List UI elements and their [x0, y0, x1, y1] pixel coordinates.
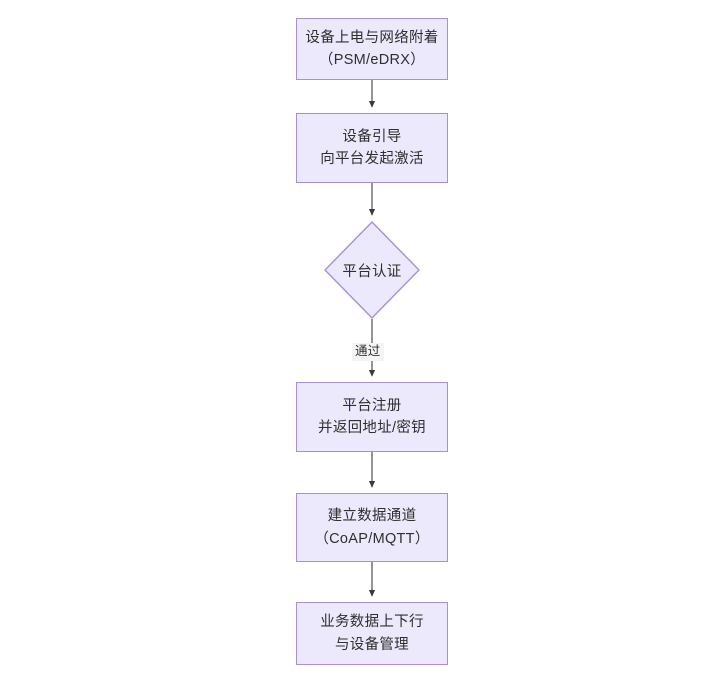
flow-node-platform-auth[interactable]: 平台认证: [324, 221, 420, 319]
edge-label-pass: 通过: [352, 343, 384, 361]
flow-node-device-bootstrap[interactable]: 设备引导 向平台发起激活: [296, 113, 448, 183]
flow-node-platform-register[interactable]: 平台注册 并返回地址/密钥: [296, 382, 448, 452]
diamond-shape: [324, 221, 420, 319]
flow-node-establish-data-channel[interactable]: 建立数据通道 （CoAP/MQTT）: [296, 493, 448, 562]
flow-node-device-power-on[interactable]: 设备上电与网络附着 （PSM/eDRX）: [296, 18, 448, 80]
flow-node-business-data[interactable]: 业务数据上下行 与设备管理: [296, 602, 448, 665]
